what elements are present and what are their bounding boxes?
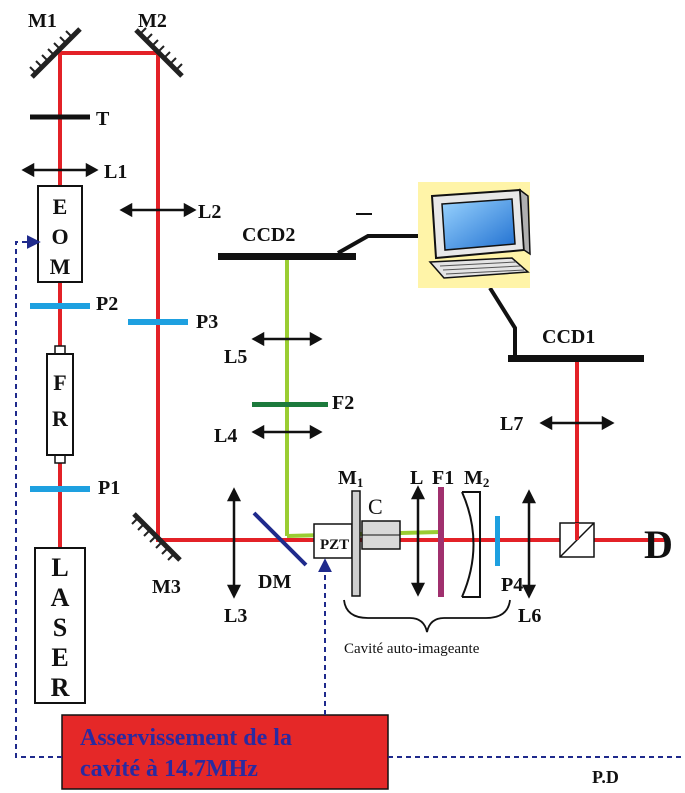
lens-l2 [119, 202, 197, 218]
filter-f2 [252, 402, 328, 407]
lens-l4 [251, 424, 323, 440]
label-p4: P4 [501, 574, 523, 596]
label-cavity-m1: M1 [338, 467, 363, 490]
ccd1-sensor [508, 355, 644, 362]
label-p3: P3 [196, 311, 218, 333]
label-pd: P.D [592, 767, 619, 787]
cable-ccd1 [488, 286, 517, 355]
label-dm: DM [258, 571, 291, 593]
label-m3: M3 [152, 576, 181, 598]
cavity-brace [343, 599, 511, 633]
polarizer-p1 [30, 486, 90, 492]
eom-letter: E [53, 194, 68, 219]
cavity-caption: Cavité auto-imageante [344, 641, 480, 657]
laser-letter: E [51, 643, 68, 672]
label-ccd2: CCD2 [242, 224, 295, 246]
fr-letter: F [53, 370, 66, 395]
lens-l3 [226, 487, 242, 599]
label-l1: L1 [104, 161, 127, 183]
cavity-mirror-m2 [461, 491, 481, 598]
filter-f1 [438, 487, 444, 597]
polarizers [30, 303, 500, 566]
label-l4: L4 [214, 425, 237, 447]
servo-text: Asservissement de la cavité à 14.7MHz [80, 725, 292, 782]
faraday-rotator-box: F R [46, 345, 74, 464]
lens-l7 [539, 415, 615, 431]
servo-line-1: Asservissement de la [80, 725, 292, 751]
polarizer-p2 [30, 303, 90, 309]
eom-box: E O M [37, 185, 83, 283]
fr-letter: R [52, 406, 69, 431]
label-m2: M2 [138, 10, 167, 32]
cable-ccd2 [337, 213, 432, 255]
label-l7: L7 [500, 413, 523, 435]
mirror-m2 [134, 27, 184, 78]
label-pzt: PZT [320, 537, 349, 553]
label-m1: M1 [28, 10, 57, 32]
cavity-mirror-m1 [351, 490, 361, 597]
eom-letter: M [50, 254, 71, 279]
labels: M1 M2 T L1 L2 P2 P3 P1 M3 CCD2 CCD1 L5 F… [28, 10, 673, 787]
label-p2: P2 [96, 293, 118, 315]
servo-line-2: cavité à 14.7MHz [80, 756, 258, 782]
servo-box [61, 714, 389, 790]
label-detector: D [644, 522, 673, 567]
eom-letter: O [51, 224, 68, 249]
dichroic-mirror-dm [252, 511, 308, 567]
polarizer-p4 [495, 516, 500, 566]
label-f1: F1 [432, 467, 454, 489]
lens-l6 [521, 489, 537, 599]
pzt-box [313, 523, 353, 559]
laser-box: L A S E R [34, 547, 86, 704]
label-l2: L2 [198, 201, 221, 223]
label-ccd1: CCD1 [542, 326, 595, 348]
label-l: L [410, 467, 423, 489]
computer-icon [418, 182, 531, 288]
label-f2: F2 [332, 392, 354, 414]
lens-l5 [251, 331, 323, 347]
label-t: T [96, 108, 110, 130]
ccd2-sensor [218, 253, 356, 260]
label-p1: P1 [98, 477, 120, 499]
label-l6: L6 [518, 605, 541, 627]
label-l5: L5 [224, 346, 247, 368]
beam-splitter-cube [559, 522, 595, 558]
laser-letter: S [53, 613, 67, 642]
signal-lines [15, 235, 685, 758]
red-beam-path [58, 51, 665, 548]
polarizer-p3 [128, 319, 188, 325]
label-cavity-m2: M2 [464, 467, 489, 490]
lens-l [410, 485, 426, 597]
label-c: C [368, 494, 383, 519]
lens-l1 [21, 162, 99, 178]
label-l3: L3 [224, 605, 247, 627]
laser-letter: R [51, 673, 70, 702]
laser-letter: L [51, 553, 68, 582]
mirror-m1 [29, 27, 82, 79]
laser-letter: A [51, 583, 70, 612]
mirror-m3 [131, 512, 182, 562]
